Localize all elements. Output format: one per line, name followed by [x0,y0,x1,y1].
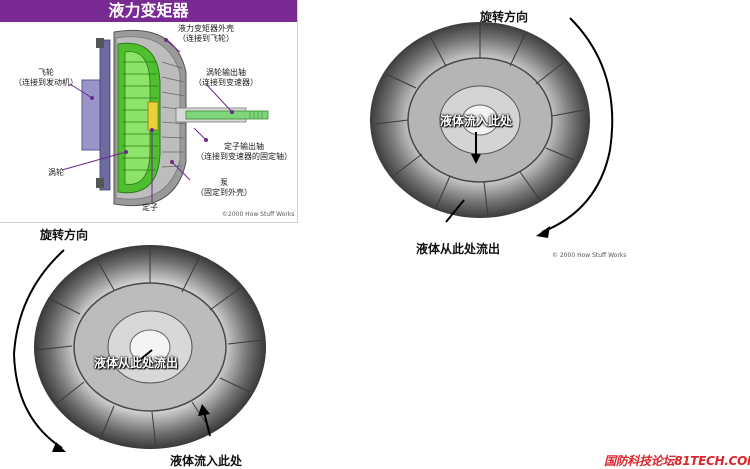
center-outflow-arrow [129,349,153,369]
rotation-arrow-right [541,17,614,233]
label-housing: 液力变矩器外壳 （连接到飞轮） [178,24,234,43]
label-stator-shaft: 定子输出轴 （连接到变速器的固定轴） [196,142,292,161]
label-pump: 泵 （固定到外壳） [196,178,252,197]
rotation-label-left: 旋转方向 [40,228,89,242]
torque-converter-panel: 液力变矩器 [0,0,298,223]
label-stator: 定子 [142,203,158,212]
turbine-wheel-panel: 旋转方向 液体从此处流 [0,222,300,469]
inflow-label: 液体流入此处 [440,114,513,128]
rotation-label-right: 旋转方向 [480,10,529,24]
outflow-arrow [445,199,465,223]
bottom-inflow-label: 液体流入此处 [170,454,243,468]
panel-title: 液力变矩器 [0,0,297,22]
bolt-bottom [96,178,104,188]
leader-lines [61,39,233,202]
pump-wheel-image [370,17,614,238]
rotation-arrow-left [12,249,65,449]
stator [147,101,159,131]
bottom-inflow-arrow [203,411,211,437]
turbine-wheel-image [12,245,266,452]
wheel-vanes [375,24,585,217]
forum-watermark: 国防科技论坛81TECH.COM [604,454,750,468]
bolt-top [96,38,104,48]
outflow-label: 液体从此处流出 [416,242,501,256]
copyright-panel2: © 2000 How Stuff Works [552,252,627,259]
flywheel-ring [99,39,111,191]
pump-wheel-panel: 旋转方向 液体流入此处 液体 [360,0,640,265]
pump-vanes [161,61,187,168]
label-turbine-shaft: 涡轮输出轴 （连接到变速器） [194,68,258,87]
label-turbine: 涡轮 [48,168,64,177]
turbine-shaft [185,110,269,120]
center-outflow-label: 液体从此处流出 [94,356,179,370]
torque-converter-cross-section [61,29,269,207]
label-flywheel: 飞轮 （连接到发动机） [14,68,78,87]
copyright-panel1: ©2000 How Stuff Works [222,211,295,218]
